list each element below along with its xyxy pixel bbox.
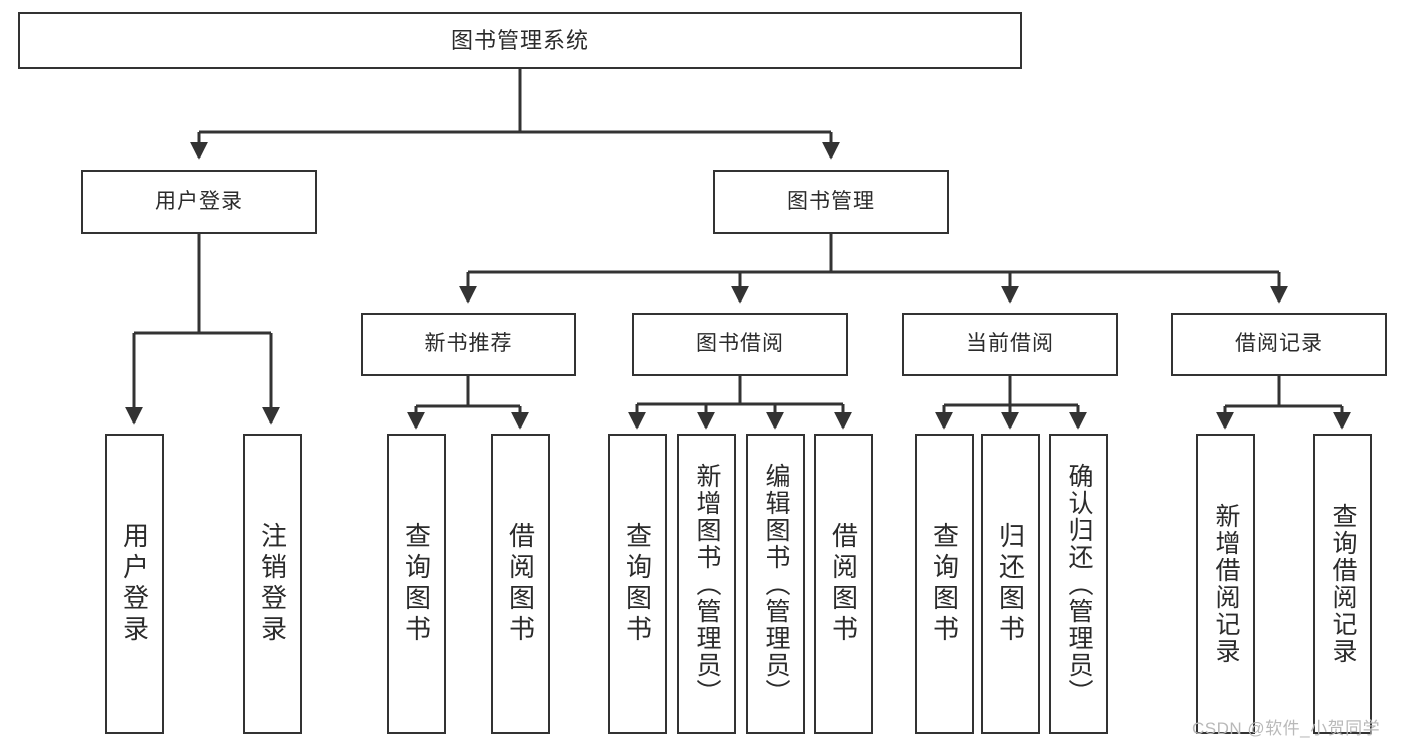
node-label: 借阅记录	[1235, 332, 1323, 356]
node-label: 查询图书	[929, 522, 960, 646]
node-book-borrow[interactable]: 图书借阅	[632, 313, 848, 376]
node-label: 新增借阅记录	[1212, 503, 1240, 665]
node-book-management[interactable]: 图书管理	[713, 170, 949, 234]
node-label: 图书管理系统	[450, 27, 589, 53]
node-label: 确认归还（管理员）	[1065, 462, 1093, 706]
node-label: 当前借阅	[966, 332, 1054, 356]
leaf-borrow-book-recommend[interactable]: 借阅图书	[491, 434, 550, 734]
leaf-return-book[interactable]: 归还图书	[981, 434, 1040, 734]
node-label: 图书管理	[787, 189, 875, 213]
node-label: 归还图书	[995, 522, 1026, 646]
leaf-query-book-borrow[interactable]: 查询图书	[608, 434, 667, 734]
leaf-edit-book-admin[interactable]: 编辑图书（管理员）	[746, 434, 805, 734]
node-label: 查询图书	[622, 522, 653, 646]
leaf-query-borrow-record[interactable]: 查询借阅记录	[1313, 434, 1372, 734]
leaf-query-book-recommend[interactable]: 查询图书	[387, 434, 446, 734]
node-label: 用户登录	[155, 189, 243, 213]
leaf-add-book-admin[interactable]: 新增图书（管理员）	[677, 434, 736, 734]
node-label: 查询图书	[401, 522, 432, 646]
node-current-borrow[interactable]: 当前借阅	[902, 313, 1118, 376]
node-label: 新书推荐	[424, 332, 513, 356]
csdn-watermark: CSDN @软件_小贺同学	[1192, 719, 1381, 738]
node-label: 注销登录	[257, 522, 288, 646]
node-label: 新增图书（管理员）	[693, 462, 721, 706]
node-user-login[interactable]: 用户登录	[81, 170, 317, 234]
node-label: 编辑图书（管理员）	[762, 462, 790, 706]
node-label: 借阅图书	[505, 522, 536, 646]
node-new-book-recommend[interactable]: 新书推荐	[361, 313, 576, 376]
node-root-book-management-system[interactable]: 图书管理系统	[18, 12, 1022, 69]
leaf-borrow-book[interactable]: 借阅图书	[814, 434, 873, 734]
leaf-user-login[interactable]: 用户登录	[105, 434, 164, 734]
node-borrow-record[interactable]: 借阅记录	[1171, 313, 1387, 376]
leaf-confirm-return-admin[interactable]: 确认归还（管理员）	[1049, 434, 1108, 734]
node-label: 借阅图书	[828, 522, 859, 646]
leaf-add-borrow-record[interactable]: 新增借阅记录	[1196, 434, 1255, 734]
leaf-query-book-current[interactable]: 查询图书	[915, 434, 974, 734]
node-label: 查询借阅记录	[1329, 503, 1357, 665]
leaf-logout[interactable]: 注销登录	[243, 434, 302, 734]
node-label: 用户登录	[119, 522, 150, 646]
node-label: 图书借阅	[696, 332, 784, 356]
